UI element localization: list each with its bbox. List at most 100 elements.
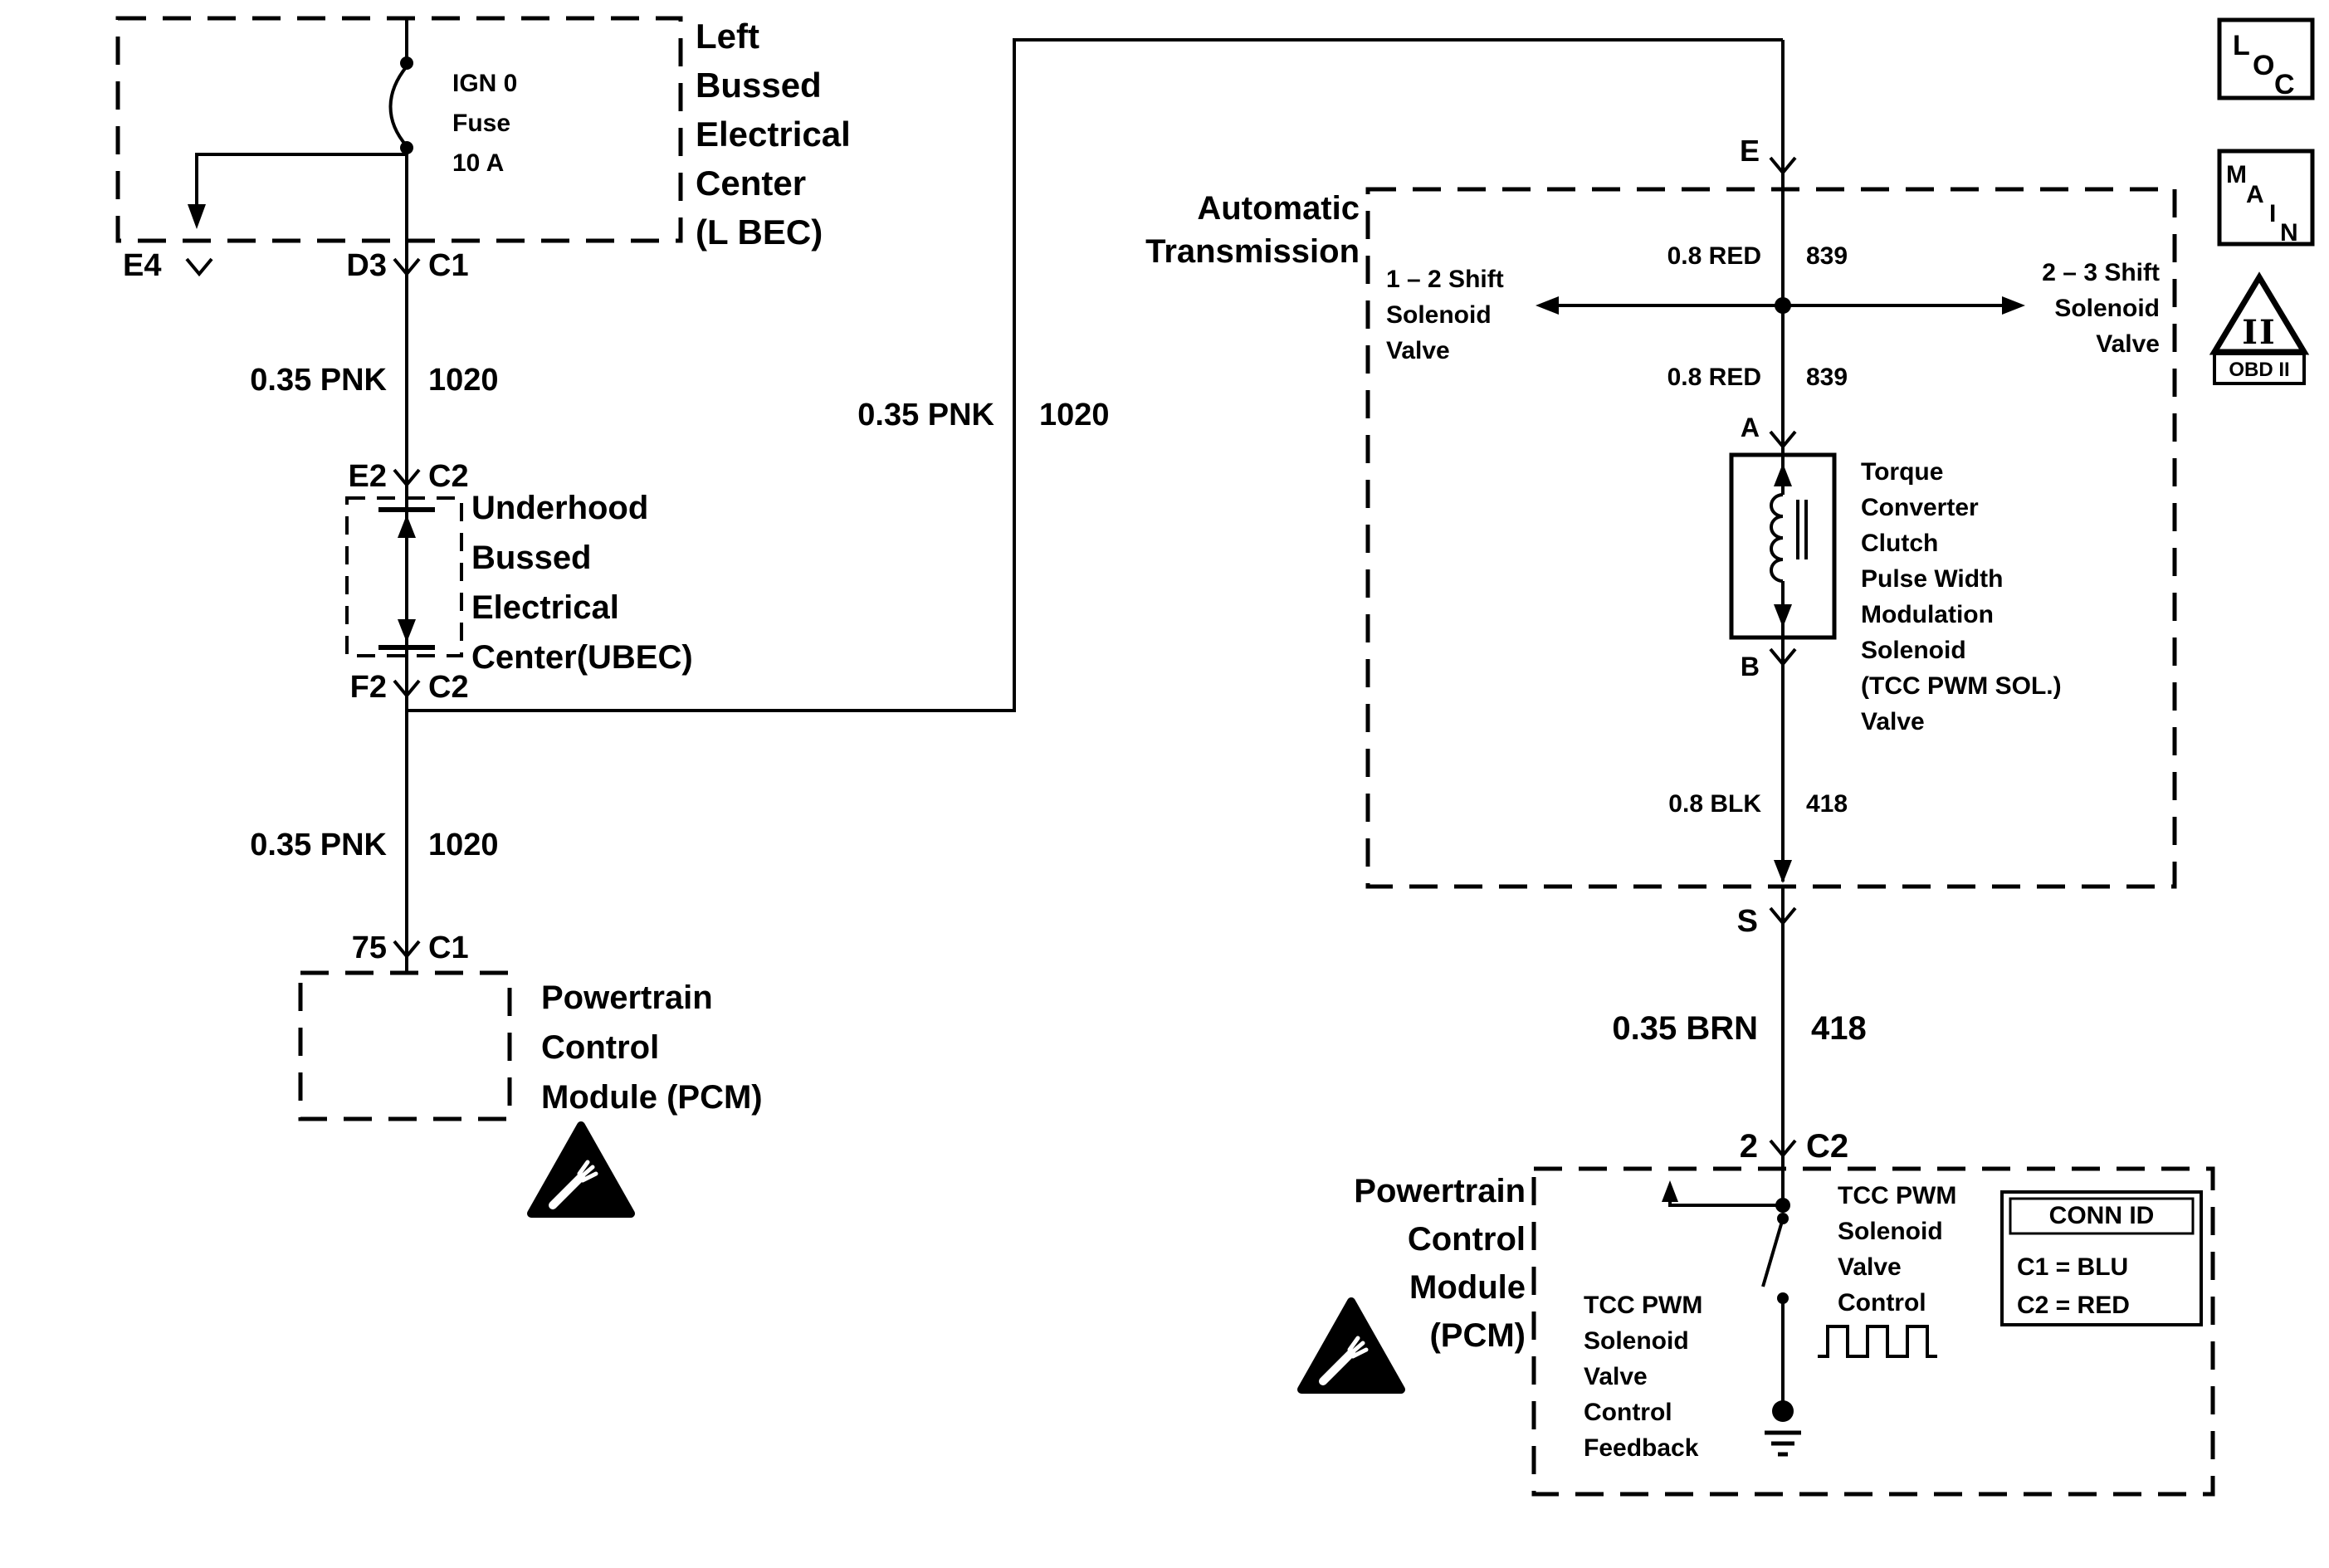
wire-spec: 0.8 RED: [1667, 364, 1761, 391]
label-line: Torque: [1861, 458, 1943, 486]
arrowhead-up-icon: [1774, 463, 1792, 486]
pwm-waveform-icon: [1818, 1325, 1937, 1358]
obd2-label-box: [2213, 352, 2306, 385]
obd2-label: OBD II: [2229, 359, 2289, 381]
label-line: Solenoid: [1861, 637, 1966, 664]
pcm-left-label-line: Powertrain: [541, 979, 713, 1016]
label-line: 1 – 2 Shift: [1386, 266, 1504, 293]
wire-circuit: 418: [1806, 790, 1848, 818]
conn-id-outer-box: [2000, 1190, 2203, 1326]
tcc-solenoid-label: Torque Converter Clutch Pulse Width Modu…: [1861, 458, 2062, 735]
ubec-dashed-box: [345, 496, 463, 657]
coil-icon: [1770, 493, 1784, 583]
loc-letter: O: [2253, 50, 2274, 81]
loc-letter: L: [2233, 30, 2250, 61]
lbec-module: IGN 0 Fuse 10 A Left Bussed Electrical C…: [115, 16, 851, 252]
label-line: Solenoid: [2054, 295, 2160, 322]
label-line: 2 – 3 Shift: [2042, 259, 2160, 286]
main-letter: I: [2269, 200, 2276, 227]
label-line: Feedback: [1584, 1434, 1699, 1462]
ground-node-dot: [1772, 1400, 1794, 1422]
lbec-label-line: Left: [696, 17, 759, 56]
pin-label-2: 2: [1740, 1128, 1758, 1165]
pcm-left-dashed-box: [298, 970, 512, 1121]
label-line: Solenoid: [1386, 301, 1492, 329]
ubec-label-line: Center(UBEC): [471, 639, 693, 676]
transmission-label-line: Automatic: [1197, 190, 1360, 227]
shift-23-label: 2 – 3 Shift Solenoid Valve: [2042, 259, 2160, 358]
arrowhead-down-icon: [188, 204, 206, 229]
control-label: TCC PWM Solenoid Valve Control: [1838, 1182, 1956, 1316]
ubec-label-line: Bussed: [471, 540, 592, 576]
obd2-badge: II OBD II: [2209, 271, 2310, 385]
arrowhead-right-icon: [2002, 296, 2025, 315]
label-line: TCC PWM: [1838, 1182, 1956, 1209]
label-line: Pulse Width: [1861, 565, 2003, 593]
wire-spec: 0.35 PNK: [250, 363, 387, 398]
main-letter: M: [2226, 161, 2247, 188]
transmission-dashed-box: [1365, 187, 2177, 889]
ubec-label-line: Electrical: [471, 589, 619, 626]
pin-label-e: E: [1740, 134, 1760, 168]
pcm-left-module: 75 C1 Powertrain Control Module (PCM): [298, 931, 763, 1218]
main-letter: N: [2280, 219, 2298, 247]
label-line: Solenoid: [1584, 1327, 1689, 1355]
arrowhead-down-icon: [398, 619, 416, 642]
connector-chevron-icon: [1769, 1139, 1797, 1159]
arrowhead-up-icon: [1662, 1180, 1678, 1202]
esd-warning-icon: [1297, 1297, 1405, 1394]
fuse-label-line: 10 A: [452, 149, 504, 177]
feedback-tap-wire: [1668, 1187, 1783, 1207]
wire-label-pnk-branch: 0.35 PNK 1020: [857, 398, 1109, 432]
wire-label-pnk-lower: 0.35 PNK 1020: [250, 828, 498, 862]
wire-pnk-1020-branch: [407, 38, 1783, 712]
switch-blade: [1761, 1218, 1785, 1287]
main-box: [2217, 149, 2315, 247]
wire-circuit: 839: [1806, 364, 1848, 391]
loc-box: [2217, 17, 2315, 100]
connector-chevron-icon: [1769, 156, 1797, 176]
main-badge: M A I N: [2217, 149, 2315, 247]
wire-spec: 0.35 PNK: [250, 828, 387, 862]
conn-id-row: C2 = RED: [2017, 1292, 2130, 1319]
loc-badge: L O C: [2217, 17, 2315, 100]
wire-label-red-upper: 0.8 RED 839: [1667, 242, 1848, 270]
lbec-label-line: (L BEC): [696, 212, 823, 252]
wire-spec: 0.8 RED: [1667, 242, 1761, 270]
feedback-label: TCC PWM Solenoid Valve Control Feedback: [1584, 1292, 1702, 1462]
wire-label-pnk-upper: 0.35 PNK 1020: [250, 363, 498, 398]
e4-branch-wire: [195, 153, 407, 209]
loc-letter: C: [2274, 69, 2295, 100]
conn-id-table: CONN ID C1 = BLU C2 = RED: [2000, 1190, 2203, 1326]
wire-circuit: 1020: [428, 363, 499, 398]
pin-label-c2: C2: [428, 670, 469, 705]
arrowhead-down-icon: [1774, 860, 1792, 883]
conn-id-header-box: [2009, 1197, 2195, 1235]
lbec-label-line: Center: [696, 164, 806, 203]
pin-label-75: 75: [352, 931, 387, 965]
wire-spec: 0.35 BRN: [1612, 1010, 1758, 1047]
label-line: Valve: [2096, 330, 2160, 358]
connector-chevron-icon: [393, 940, 421, 960]
pin-label-c2: C2: [1806, 1128, 1848, 1165]
label-line: TCC PWM: [1584, 1292, 1702, 1319]
label-line: Control: [1838, 1289, 1926, 1316]
pin-label-s: S: [1737, 904, 1758, 939]
pin-label-e4: E4: [123, 248, 161, 283]
connector-chevron-icon: [393, 468, 421, 488]
label-line: Control: [1584, 1399, 1672, 1426]
pcm-right-dashed-box: [1531, 1166, 2215, 1497]
obd2-numeral: II: [2242, 313, 2276, 352]
label-line: Modulation: [1861, 601, 1994, 628]
label-line: Valve: [1386, 337, 1450, 364]
ubec-label-line: Underhood: [471, 490, 648, 526]
conn-id-header: CONN ID: [2049, 1202, 2155, 1229]
pcm-right-label-line: Powertrain: [1354, 1173, 1526, 1209]
wire-spec: 0.8 BLK: [1668, 790, 1761, 818]
automatic-transmission-module: Automatic Transmission E 0.8 RED 839 1 –…: [1145, 40, 2177, 889]
arrowhead-up-icon: [398, 515, 416, 538]
wire-circuit: 839: [1806, 242, 1848, 270]
wire-circuit: 418: [1811, 1010, 1867, 1047]
